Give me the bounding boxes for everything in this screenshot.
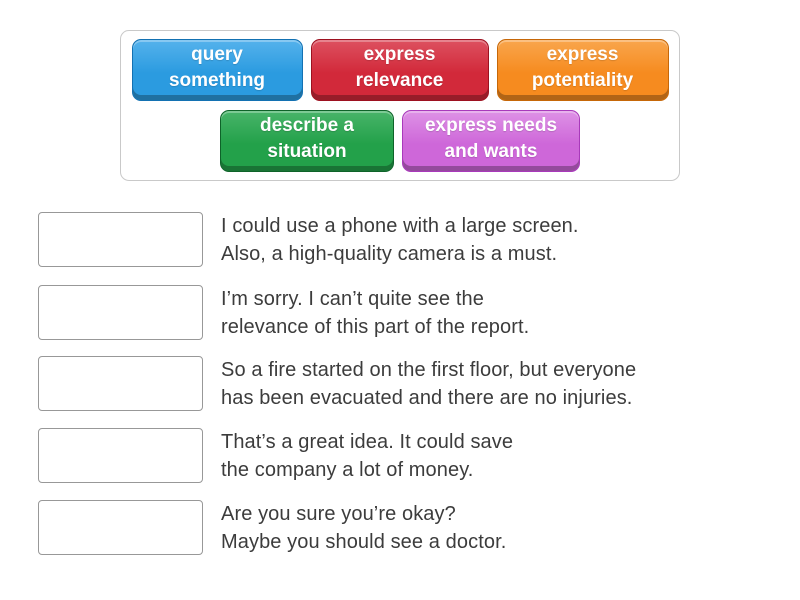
chip-express-potentiality[interactable]: express potentiality — [496, 39, 669, 101]
chip-query-something[interactable]: query something — [131, 39, 303, 101]
chip-label-line: query — [191, 43, 243, 65]
clue-text: I’m sorry. I can’t quite see the relevan… — [221, 285, 529, 341]
clue-line: Maybe you should see a doctor. — [221, 530, 507, 553]
chip-label-line: and wants — [444, 140, 538, 162]
chip-label-line: express — [546, 43, 619, 65]
clue-text: So a fire started on the first floor, bu… — [221, 356, 636, 412]
clue-line: the company a lot of money. — [221, 458, 474, 481]
word-bank-row-1: query something express relevance expres… — [131, 39, 669, 101]
chip-label-line: relevance — [355, 69, 444, 91]
clue-line: I’m sorry. I can’t quite see the — [221, 287, 484, 310]
chip-express-relevance[interactable]: express relevance — [310, 39, 489, 101]
answer-row: I could use a phone with a large screen.… — [38, 212, 579, 267]
clue-line: That’s a great idea. It could save — [221, 430, 514, 453]
clue-line: I could use a phone with a large screen. — [221, 214, 579, 237]
clue-line: Also, a high-quality camera is a must. — [221, 242, 558, 265]
chip-label-line: situation — [267, 140, 347, 162]
drop-target-box[interactable] — [38, 285, 203, 340]
chip-describe-a-situation[interactable]: describe a situation — [220, 110, 394, 172]
answer-row: Are you sure you’re okay? Maybe you shou… — [38, 500, 506, 555]
chip-label-line: describe a — [260, 114, 354, 136]
clue-line: Are you sure you’re okay? — [221, 502, 456, 525]
clue-text: I could use a phone with a large screen.… — [221, 212, 579, 268]
drop-target-box[interactable] — [38, 356, 203, 411]
clue-line: has been evacuated and there are no inju… — [221, 386, 633, 409]
chip-label-line: something — [168, 69, 266, 91]
answer-row: I’m sorry. I can’t quite see the relevan… — [38, 285, 529, 340]
chip-label-line: express needs — [424, 114, 558, 136]
answer-row: That’s a great idea. It could save the c… — [38, 428, 513, 483]
word-bank-row-2: describe a situation express needs and w… — [220, 110, 580, 172]
word-bank-panel: query something express relevance expres… — [120, 30, 680, 181]
answer-row: So a fire started on the first floor, bu… — [38, 356, 636, 411]
clue-text: Are you sure you’re okay? Maybe you shou… — [221, 500, 506, 556]
drop-target-box[interactable] — [38, 212, 203, 267]
clue-line: relevance of this part of the report. — [221, 315, 530, 338]
drop-target-box[interactable] — [38, 500, 203, 555]
chip-express-needs-and-wants[interactable]: express needs and wants — [402, 110, 580, 172]
chip-label-line: express — [363, 43, 436, 65]
clue-text: That’s a great idea. It could save the c… — [221, 428, 513, 484]
clue-line: So a fire started on the first floor, bu… — [221, 358, 637, 381]
drop-target-box[interactable] — [38, 428, 203, 483]
chip-label-line: potentiality — [531, 69, 634, 91]
